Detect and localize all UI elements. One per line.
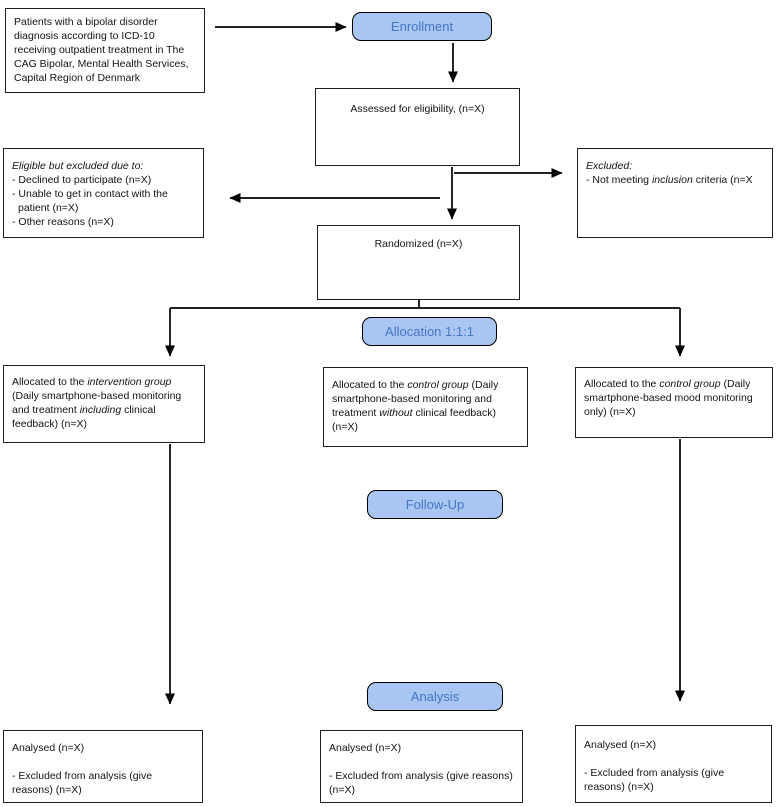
enrollment-stage-badge: Enrollment [352,12,492,41]
population-box: Patients with a bipolar disorder diagnos… [5,8,205,93]
analysed-control-mood-box: Analysed (n=X) - Excluded from analysis … [575,725,772,803]
excluded-box: Excluded:- Not meeting inclusion criteri… [577,148,773,238]
assessed-eligibility-box: Assessed for eligibility, (n=X) [315,88,520,166]
follow-up-stage-badge: Follow-Up [367,490,503,519]
allocated-control-without-feedback-box: Allocated to the control group (Daily sm… [323,367,528,447]
analysed-intervention-box: Analysed (n=X) - Excluded from analysis … [3,730,203,803]
randomized-box: Randomized (n=X) [317,225,520,300]
allocated-intervention-group-box: Allocated to the intervention group (Dai… [3,365,205,443]
analysed-control-without-feedback-box: Analysed (n=X) - Excluded from analysis … [320,730,523,803]
eligible-but-excluded-box: Eligible but excluded due to:- Declined … [3,148,204,238]
analysis-stage-badge: Analysis [367,682,503,711]
allocated-control-mood-monitoring-box: Allocated to the control group (Daily sm… [575,367,773,438]
allocation-stage-badge: Allocation 1:1:1 [362,317,497,346]
